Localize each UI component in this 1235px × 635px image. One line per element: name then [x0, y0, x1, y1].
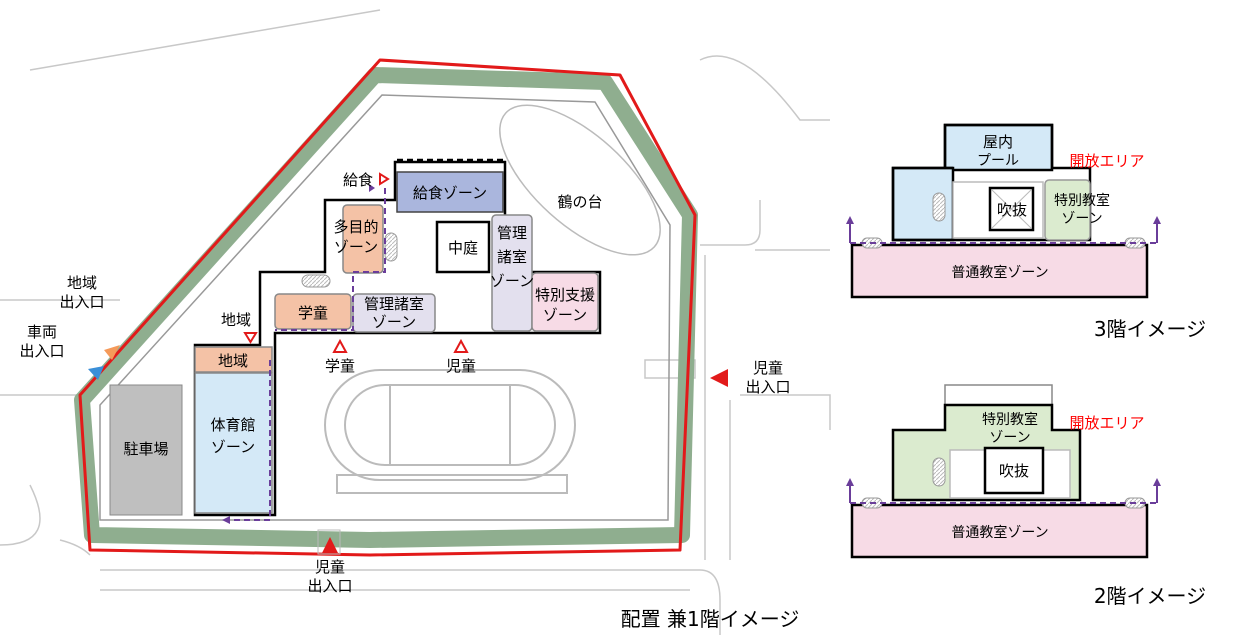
floor2-special-label-2: ゾーン	[989, 430, 1030, 446]
gym-zone	[194, 372, 273, 514]
vehicle-gate-orange-icon	[104, 345, 120, 360]
route-dashes	[230, 188, 386, 521]
kitchen-entry-label: 給食	[343, 171, 373, 189]
floor3-atrium-label: 吹抜	[997, 201, 1027, 219]
multipurpose-label-1: 多目的	[333, 218, 378, 236]
student-gate-south-label-2: 出入口	[307, 577, 352, 595]
floor2-classroom-label: 普通教室ゾーン	[951, 524, 1048, 541]
stair-icon	[384, 232, 398, 262]
kitchen-zone	[396, 171, 504, 213]
tsurunodai-oval	[499, 104, 661, 256]
kitchen-zone-label: 給食ゾーン	[413, 184, 487, 202]
student-gate-south-label-1: 児童	[315, 558, 345, 576]
admin-room-label-1: 管理諸室	[364, 295, 424, 313]
afterschool-entry-label: 学童	[325, 357, 355, 375]
floor2-open-area-label: 開放エリア	[1069, 414, 1144, 432]
special-support-label-1: 特別支援	[535, 286, 595, 304]
parking-area	[109, 384, 183, 516]
gym-label-2: ゾーン	[211, 438, 255, 456]
vehicle-gate-label-1: 車両	[27, 323, 57, 341]
student-gate-east-label-1: 児童	[753, 359, 783, 377]
floor3-pool-label-2: プール	[977, 153, 1019, 169]
student-gate-south-icon	[322, 537, 338, 553]
student-gate-east-icon	[710, 369, 728, 387]
stair-icon	[932, 457, 946, 487]
floor3-classroom-label: 普通教室ゾーン	[951, 264, 1048, 281]
running-track	[324, 369, 576, 494]
community-zone-label: 地域	[218, 352, 248, 370]
admin-room-label-2: ゾーン	[372, 313, 416, 331]
courtyard-label: 中庭	[448, 239, 478, 257]
floor3-special-label-2: ゾーン	[1061, 211, 1102, 227]
community-gate-label-2: 出入口	[59, 293, 104, 311]
special-support-zone	[531, 272, 599, 332]
admin-room-zone	[352, 293, 436, 333]
road-lines	[0, 9, 831, 635]
floor2-special-label-1: 特別教室	[982, 411, 1038, 428]
admin-vertical-zone	[491, 214, 533, 332]
floor2-atrium-label: 吹抜	[999, 462, 1029, 480]
green-belt	[74, 67, 698, 548]
special-support-label-2: ゾーン	[543, 306, 587, 324]
vehicle-gate-label-2: 出入口	[19, 342, 64, 360]
floor3-pool-label-1: 屋内	[983, 133, 1013, 151]
admin-vertical-label-3: ゾーン	[490, 272, 534, 290]
site-boundary	[78, 58, 697, 557]
afterschool-label: 学童	[298, 304, 328, 322]
inner-boundary	[99, 94, 671, 521]
community-gate-label-1: 地域	[67, 274, 97, 292]
entry-marker-icon	[243, 172, 469, 353]
tsurunodai-label: 鶴の台	[557, 193, 602, 211]
floor3-special-label-1: 特別教室	[1054, 192, 1110, 209]
admin-vertical-label-1: 管理	[497, 224, 527, 242]
stair-icon	[301, 274, 331, 288]
admin-vertical-label-2: 諸室	[497, 248, 527, 266]
community-zone	[194, 346, 273, 373]
stair-icon	[932, 192, 946, 222]
vehicle-gate-blue-icon	[88, 366, 104, 380]
floor2-caption: 2階イメージ	[1094, 584, 1206, 608]
multipurpose-label-2: ゾーン	[334, 238, 378, 256]
floor2-diagram	[846, 384, 1161, 559]
student-gate-east-label-2: 出入口	[745, 378, 790, 396]
site-caption: 配置 兼1階イメージ	[621, 607, 800, 631]
floor3-open-area-label: 開放エリア	[1069, 152, 1144, 170]
route-arrow-icon	[222, 184, 375, 524]
parking-label: 駐車場	[123, 440, 168, 458]
student-entry-label: 児童	[446, 357, 476, 375]
gym-label-1: 体育館	[210, 416, 255, 434]
community-entry-label: 地域	[221, 311, 251, 329]
courtyard-box	[435, 220, 491, 274]
floor3-diagram	[846, 123, 1161, 299]
floor3-caption: 3階イメージ	[1094, 317, 1206, 341]
